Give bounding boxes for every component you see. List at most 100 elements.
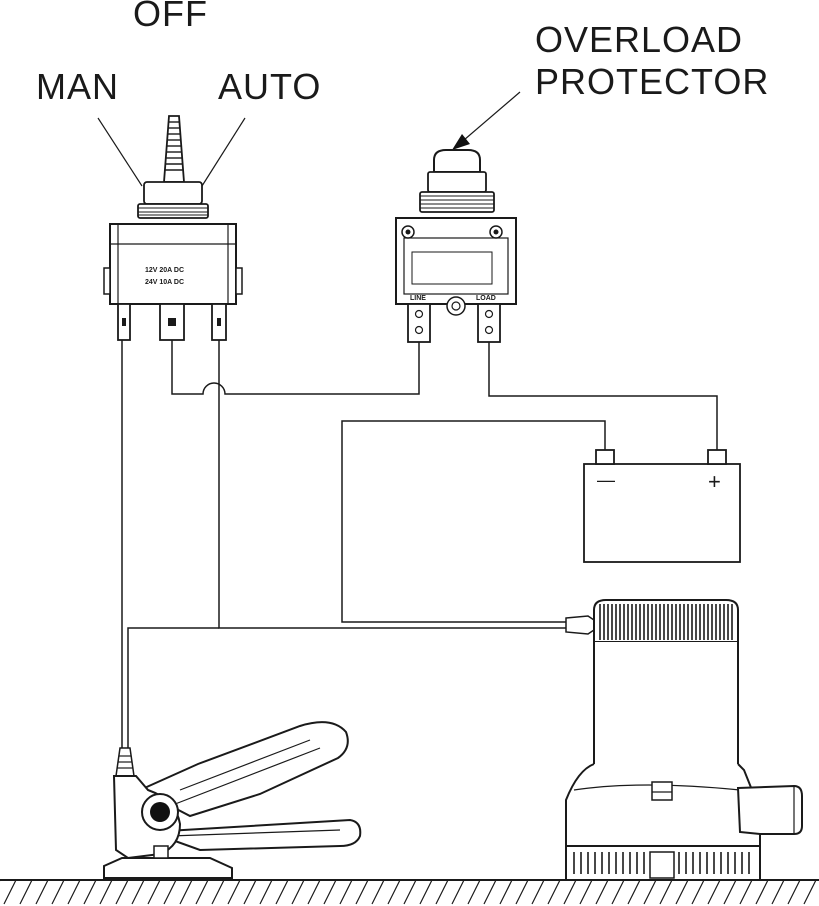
floor-hatch-stroke: [611, 879, 625, 905]
floor-hatch-stroke: [451, 879, 465, 905]
floor-hatch-stroke: [515, 879, 529, 905]
floor-hatch-stroke: [227, 879, 241, 905]
floor-hatch-stroke: [723, 879, 737, 905]
floor-hatch-stroke: [387, 879, 401, 905]
floor-hatch-stroke: [803, 879, 817, 905]
toggle-switch: 12V 20A DC 24V 10A DC: [103, 115, 243, 341]
battery-terminal-negative: [595, 449, 615, 465]
wire-switch-to-breaker-line: [171, 340, 420, 395]
battery: — +: [583, 449, 741, 563]
floor-hatch-stroke: [659, 879, 673, 905]
floor-hatch-stroke: [115, 879, 129, 905]
breaker-terminal-line-label: LINE: [410, 295, 426, 302]
floor-hatch-stroke: [579, 879, 593, 905]
floor-hatch-stroke: [691, 879, 705, 905]
floor-hatch-stroke: [195, 879, 209, 905]
floor-hatch-stroke: [19, 879, 33, 905]
pump-cap-ribs: [599, 604, 733, 640]
floor-hatch-stroke: [499, 879, 513, 905]
overload-protector: LINE LOAD: [395, 149, 517, 343]
floor-hatch-stroke: [323, 879, 337, 905]
wire-battery-negative-to-pump: [341, 420, 606, 623]
label-auto: AUTO: [218, 66, 321, 107]
switch-rating-24v: 24V 10A DC: [145, 279, 184, 286]
floor-hatch-stroke: [771, 879, 785, 905]
switch-rating-12v: 12V 20A DC: [145, 267, 184, 274]
pump-wire-connector: [565, 615, 595, 635]
pump-badge: [651, 781, 673, 801]
protector-pointer-arrowhead: [452, 134, 470, 150]
floor-hatch-stroke: [739, 879, 753, 905]
battery-body: [583, 463, 741, 563]
label-man: MAN: [36, 66, 119, 107]
floor-hatch-stroke: [419, 879, 433, 905]
pump-housing: [593, 642, 739, 771]
switch-lever: [163, 115, 185, 183]
floor-hatch-stroke: [627, 879, 641, 905]
floor-hatch-stroke: [147, 879, 161, 905]
floor-hatch-stroke: [51, 879, 65, 905]
floor-hatch-stroke: [259, 879, 273, 905]
float-arm-lower: [149, 818, 362, 852]
switch-body: [109, 223, 237, 305]
auto-pointer: [201, 117, 246, 187]
floor-hatch-stroke: [467, 879, 481, 905]
floor-hatch-stroke: [275, 879, 289, 905]
label-off: OFF: [133, 0, 208, 34]
protector-pointer-line: [463, 91, 521, 141]
floor-hatch-stroke: [707, 879, 721, 905]
switch-lever-ribs: [165, 121, 183, 171]
floor-hatch-stroke: [83, 879, 97, 905]
float-switch: [103, 721, 362, 879]
floor-hatch-stroke: [163, 879, 177, 905]
breaker-terminal-load-label: LOAD: [476, 295, 496, 302]
battery-negative-symbol: —: [597, 470, 615, 490]
floor-hatch-stroke: [35, 879, 49, 905]
label-overload: OVERLOAD: [535, 19, 743, 60]
breaker-terminal-load: [477, 303, 501, 343]
floor-hatch-stroke: [755, 879, 769, 905]
floor-hatch-stroke: [67, 879, 81, 905]
floor-hatch-stroke: [675, 879, 689, 905]
floor-hatch-stroke: [547, 879, 561, 905]
pump-base: [565, 763, 761, 847]
float-pivot-pin: [150, 802, 170, 822]
floor-hatch-stroke: [243, 879, 257, 905]
breaker-nut: [419, 191, 495, 213]
floor-hatch-stroke: [483, 879, 497, 905]
floor-hatch-stroke: [339, 879, 353, 905]
floor-hatch-stroke: [291, 879, 305, 905]
floor-hatch-stroke: [371, 879, 385, 905]
floor-hatch-stroke: [99, 879, 113, 905]
floor-hatch-stroke: [355, 879, 369, 905]
floor-hatch-stroke: [595, 879, 609, 905]
floor: [0, 879, 819, 905]
float-base: [103, 857, 233, 879]
wire-breaker-load-to-battery-positive: [488, 342, 718, 450]
man-pointer: [97, 117, 143, 187]
floor-hatch-stroke: [179, 879, 193, 905]
wire-auto-to-pump: [218, 340, 566, 629]
floor-hatch-stroke: [131, 879, 145, 905]
switch-nut: [137, 203, 209, 219]
wiring: [121, 340, 718, 748]
bilge-pump: [565, 599, 803, 881]
breaker-reset-button: [433, 149, 481, 173]
floor-hatch-stroke: [307, 879, 321, 905]
floor-hatch-stroke: [403, 879, 417, 905]
switch-bushing: [143, 181, 203, 205]
floor-hatch-stroke: [563, 879, 577, 905]
breaker-terminal-line: [407, 303, 431, 343]
floor-hatch-stroke: [643, 879, 657, 905]
floor-hatch-stroke: [531, 879, 545, 905]
wire-pump-to-float: [127, 627, 219, 748]
pump-outlet: [736, 784, 803, 835]
battery-terminal-positive: [707, 449, 727, 465]
floor-hatch-stroke: [787, 879, 801, 905]
battery-positive-symbol: +: [708, 469, 721, 494]
pump-strainer-slots: [573, 852, 750, 874]
floor-hatch-stroke: [3, 879, 17, 905]
label-protector: PROTECTOR: [535, 61, 769, 102]
pump-cap: [593, 599, 739, 643]
